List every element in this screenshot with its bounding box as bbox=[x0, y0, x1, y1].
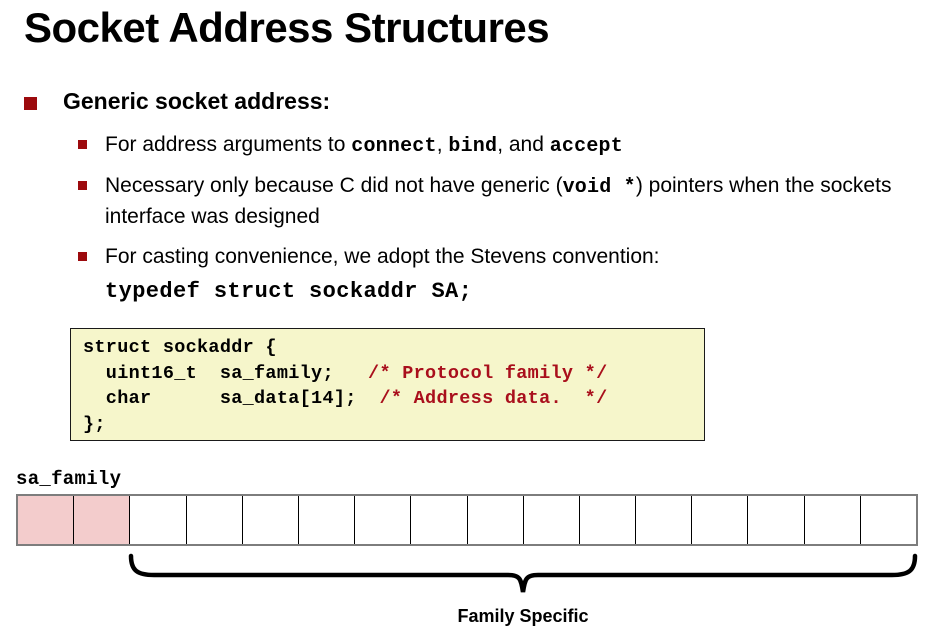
code-line-3: char sa_data[14]; /* Address data. */ bbox=[83, 386, 704, 412]
byte-cell-sa-family bbox=[74, 496, 131, 544]
bullet-level2-generic-void-pointers: Necessary only because C did not have ge… bbox=[78, 171, 898, 232]
code-connect: connect bbox=[351, 135, 437, 158]
bullet-text-fragment: , bbox=[436, 133, 449, 156]
bullet-marker-icon bbox=[78, 252, 87, 261]
byte-cell-sa-data bbox=[804, 496, 861, 544]
byte-cell-sa-data bbox=[467, 496, 524, 544]
brace-caption: Family Specific bbox=[457, 606, 589, 626]
bullet-level2-address-arguments: For address arguments to connect, bind, … bbox=[78, 130, 898, 161]
bullet-level2-text: For address arguments to connect, bind, … bbox=[105, 130, 623, 161]
code-line-2-comment: /* Protocol family */ bbox=[368, 362, 608, 384]
byte-cell-sa-data bbox=[130, 496, 187, 544]
sa-family-label: sa_family bbox=[16, 468, 122, 490]
byte-cell-sa-data bbox=[298, 496, 356, 544]
code-line-2: uint16_t sa_family; /* Protocol family *… bbox=[83, 361, 704, 387]
byte-cell-sa-data bbox=[411, 496, 468, 544]
bullet-text-fragment: ) pointers when the sockets interface wa… bbox=[105, 174, 892, 228]
code-void-pointer: void * bbox=[562, 176, 636, 199]
page-title: Socket Address Structures bbox=[24, 4, 550, 51]
code-line-2-code: uint16_t sa_family; bbox=[83, 362, 369, 384]
byte-cell-sa-data bbox=[355, 496, 412, 544]
code-line-3-comment: /* Address data. */ bbox=[379, 388, 608, 409]
byte-layout-diagram bbox=[16, 494, 918, 546]
bullet-level2-stevens-convention: For casting convenience, we adopt the St… bbox=[78, 242, 898, 272]
bullet-text-fragment: , and bbox=[497, 133, 550, 156]
byte-cell-sa-family bbox=[18, 496, 75, 544]
bullet-level1-generic-socket-address: Generic socket address: bbox=[24, 88, 884, 116]
byte-cell-sa-data bbox=[692, 496, 749, 544]
byte-cell-sa-data bbox=[242, 496, 299, 544]
code-accept: accept bbox=[549, 135, 623, 158]
code-bind: bind bbox=[448, 135, 498, 158]
byte-cell-sa-data bbox=[579, 496, 637, 544]
bullet-marker-icon bbox=[78, 181, 87, 190]
byte-cell-sa-data bbox=[860, 496, 916, 544]
byte-cell-sa-data bbox=[186, 496, 243, 544]
code-block-sockaddr: struct sockaddr { uint16_t sa_family; /*… bbox=[70, 328, 705, 441]
bullet-marker-icon bbox=[24, 97, 37, 110]
bullet-text-fragment: For address arguments to bbox=[105, 133, 352, 156]
bullet-text-fragment: Necessary only because C did not have ge… bbox=[105, 174, 563, 197]
family-specific-brace bbox=[128, 553, 918, 595]
bullet-level2-text: Necessary only because C did not have ge… bbox=[105, 171, 898, 232]
code-line-1: struct sockaddr { bbox=[83, 337, 277, 358]
byte-cell-sa-data bbox=[636, 496, 693, 544]
byte-cell-sa-data bbox=[523, 496, 580, 544]
typedef-statement: typedef struct sockaddr SA; bbox=[105, 279, 473, 304]
code-line-4: }; bbox=[83, 413, 106, 435]
bullet-level1-label: Generic socket address: bbox=[63, 88, 331, 114]
code-line-3-code: char sa_data[14]; bbox=[83, 388, 380, 409]
bullet-level2-text: For casting convenience, we adopt the St… bbox=[105, 245, 660, 268]
bullet-marker-icon bbox=[78, 140, 87, 149]
byte-cell-sa-data bbox=[748, 496, 805, 544]
